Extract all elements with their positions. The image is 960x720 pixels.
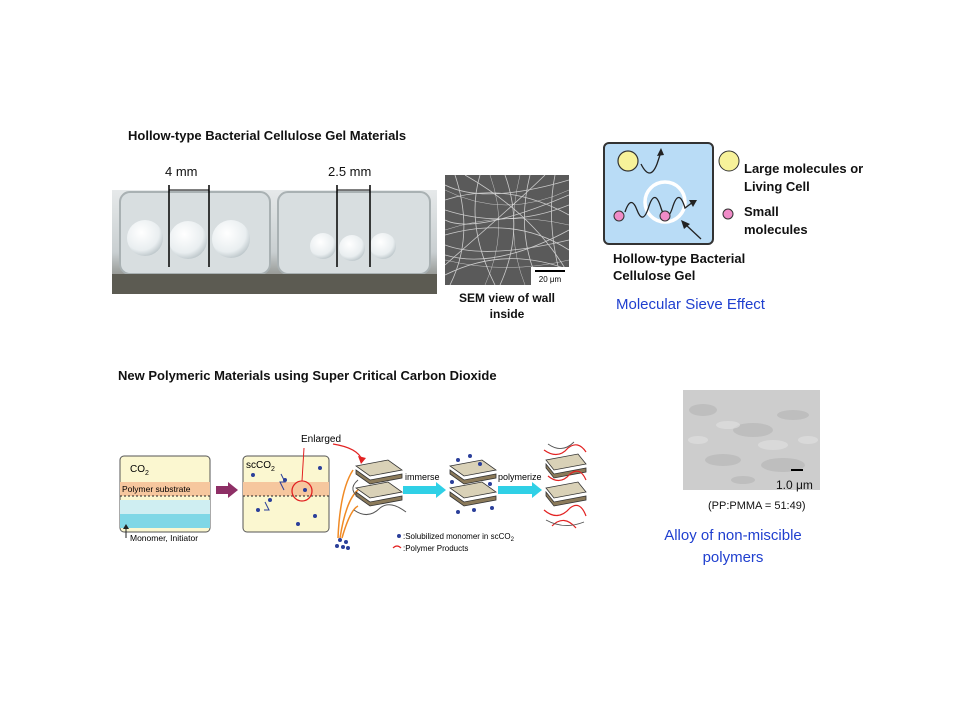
enlarged-label: Enlarged <box>301 434 341 445</box>
section1-title: Hollow-type Bacterial Cellulose Gel Mate… <box>128 128 407 143</box>
polymer-substrate-label: Polymer substrate <box>122 484 191 494</box>
molecular-sieve-box <box>603 142 714 245</box>
blend-ratio-label: (PP:PMMA = 51:49) <box>708 500 806 512</box>
large-molecule-legend-icon <box>718 150 740 172</box>
polymer-legend-icon <box>392 545 402 549</box>
legend-monomer-label: :Solubilized monomer in scCO2 <box>403 532 515 543</box>
alloy-label: Alloy of non-miscible polymers <box>664 527 802 566</box>
small-molecule-icon <box>613 210 625 222</box>
small-molecule-legend-icon <box>722 208 734 220</box>
dimension-markers <box>168 185 371 267</box>
sieve-legend-icons <box>718 150 740 220</box>
hollow-gel-ring <box>643 180 687 224</box>
lamella-structure-2 <box>449 454 497 514</box>
lamella-structure-3 <box>543 441 587 529</box>
co2-label: CO2 <box>130 464 149 477</box>
dimension-2-5mm: 2.5 mm <box>328 164 372 179</box>
scco2-process-scheme: CO2 Polymer substrate Monomer, Initiator… <box>119 434 587 553</box>
hollow-gel-label: Hollow-type Bacterial Cellulose Gel <box>613 251 746 283</box>
sem-image: 20 μm <box>445 175 569 285</box>
legend-polymer-label: :Polymer Products <box>403 544 468 553</box>
small-molecule-icon <box>659 210 671 222</box>
section2-title: New Polymeric Materials using Super Crit… <box>118 368 497 383</box>
sem-scale-label: 20 μm <box>539 275 562 284</box>
monomer-legend-icon <box>397 534 401 538</box>
scco2-label: scCO2 <box>246 460 275 473</box>
process-arrow-icon <box>216 482 238 498</box>
lamella-structure-1 <box>352 459 407 515</box>
tem-scale-label: 1.0 μm <box>776 478 813 492</box>
sem-caption: SEM view of wall inside <box>458 291 556 321</box>
dimension-4mm: 4 mm <box>165 164 198 179</box>
tem-image <box>683 390 820 490</box>
legend-small-molecules: Small molecules <box>744 204 808 237</box>
immerse-label: immerse <box>405 472 440 482</box>
polymerize-label: polymerize <box>498 472 542 482</box>
monomer-initiator-label: Monomer, Initiator <box>130 533 198 543</box>
large-molecule-icon <box>617 150 639 172</box>
molecular-sieve-effect-label: Molecular Sieve Effect <box>616 296 765 313</box>
immerse-arrow-icon <box>403 482 446 498</box>
gel-beads-photo <box>112 190 437 294</box>
legend-large-molecules: Large molecules or Living Cell <box>744 161 864 194</box>
polymerize-arrow-icon <box>498 482 542 498</box>
